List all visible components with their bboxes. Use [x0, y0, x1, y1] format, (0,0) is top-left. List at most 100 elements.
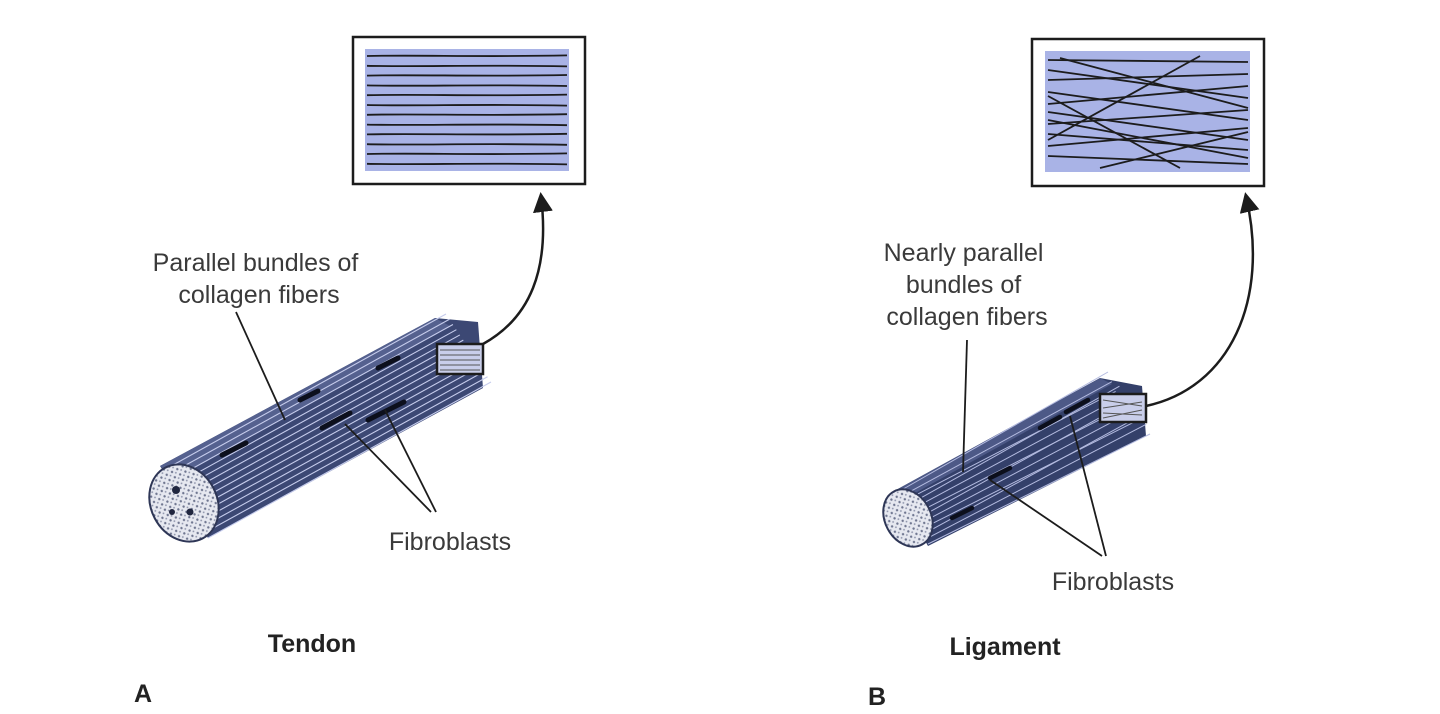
tendon-fiber-lines: [163, 313, 492, 539]
ligament-zoom-box-fibers: [1102, 399, 1143, 419]
tendon-fiber: [197, 365, 481, 523]
tendon-fibroblast-leader: [384, 409, 437, 513]
tendon-inset-fiber: [366, 84, 568, 87]
tendon-fibroblast: [375, 355, 401, 371]
ligament-fibroblast: [949, 505, 975, 521]
ligament-cylinder: [882, 371, 1151, 548]
ligament-magnified-inset: [1030, 37, 1266, 188]
tendon-fiber: [180, 339, 464, 497]
ligament-inset-fiber: [1047, 133, 1249, 151]
tendon-fibroblast: [219, 440, 249, 458]
panel-a-letter: A: [134, 680, 152, 708]
tendon-caption: Tendon: [268, 630, 356, 658]
ligament-inset-fibers: [1047, 55, 1249, 169]
tendon-fiber: [190, 355, 474, 513]
ligament-fiber: [897, 371, 1109, 493]
ligament-bundle-label: Nearly parallel bundles of collagen fibe…: [884, 239, 1051, 331]
ligament-fiber: [911, 405, 1128, 517]
ligament-fiber: [919, 419, 1139, 531]
tendon-bundle-label: Parallel bundles of collagen fibers: [153, 249, 366, 309]
tendon-fiber: [200, 371, 485, 529]
panel-b-letter: B: [868, 683, 886, 711]
tendon-fiber: [170, 323, 454, 481]
tendon-inset-fill: [365, 49, 569, 171]
ligament-bundle-label-line: Nearly parallel: [884, 239, 1044, 267]
ligament-fiber: [903, 391, 1116, 502]
ligament-fibroblast-label: Fibroblasts: [1052, 568, 1174, 596]
tendon-zoom-box: [435, 342, 485, 376]
tendon-fibroblast-leader: [344, 423, 432, 513]
panel-b-ligament: Nearly parallel bundles of collagen fibe…: [868, 37, 1266, 711]
ligament-caption: Ligament: [949, 633, 1061, 661]
tendon-inset-fiber: [366, 54, 568, 57]
ligament-inset-fiber: [1047, 127, 1249, 147]
ligament-bundle-label-line: bundles of: [906, 271, 1021, 299]
ligament-inset-fiber: [1047, 119, 1249, 159]
ligament-inset-fiber: [1047, 111, 1249, 141]
tendon-fibroblast: [319, 410, 353, 431]
ligament-fiber: [905, 385, 1120, 507]
tendon-fiber: [173, 329, 457, 487]
tendon-fibroblast: [297, 388, 321, 403]
tendon-inset-fiber: [366, 123, 568, 127]
ligament-fiber: [908, 395, 1124, 512]
tendon-inset-fiber: [366, 113, 568, 116]
tendon-cross-section-dot: [169, 509, 175, 515]
tendon-bundle-label-line: Parallel bundles of: [153, 249, 359, 277]
ligament-fibroblast: [987, 465, 1013, 481]
tendon-inset-fibers: [366, 54, 568, 166]
ligament-fiber-lines: [897, 371, 1151, 545]
tendon-bundle-leader: [235, 311, 286, 421]
tendon-cross-section: [148, 463, 220, 543]
ligament-inset-fiber: [1047, 73, 1249, 81]
tendon-inset-fiber: [366, 93, 568, 97]
tendon-cross-section-dot: [186, 508, 194, 516]
ligament-fibroblast: [1037, 414, 1063, 431]
tendon-fiber: [187, 350, 471, 508]
tendon-inset-fiber: [366, 74, 568, 77]
ligament-cross-section: [882, 488, 934, 548]
tendon-inset-fiber: [366, 64, 568, 68]
tendon-fiber: [204, 376, 488, 534]
ligament-zoom-box: [1098, 392, 1148, 424]
tendon-inset-fiber: [366, 162, 568, 166]
ligament-fibroblast: [1063, 397, 1091, 415]
ligament-inset-fiber: [1047, 95, 1181, 169]
ligament-fibroblast-leader: [1069, 415, 1107, 557]
tendon-bundle-label-line: collagen fibers: [178, 281, 339, 309]
tendon-inset-fiber: [366, 152, 568, 155]
ligament-inset-fiber: [1047, 91, 1249, 121]
tendon-fiber: [163, 313, 447, 471]
tendon-fiber: [194, 360, 478, 518]
ligament-inset-fiber: [1047, 55, 1201, 141]
ligament-fiber: [927, 433, 1151, 545]
ligament-magnify-arrow: [1145, 192, 1260, 408]
tendon-magnify-arrow: [482, 192, 553, 346]
tendon-cylinder: [148, 313, 492, 543]
tendon-fiber: [207, 381, 492, 539]
ligament-inset-fiber: [1047, 155, 1249, 165]
ligament-fiber: [914, 399, 1132, 521]
panel-a-tendon: Parallel bundles of collagen fibers Fibr…: [134, 35, 587, 708]
tendon-inset-fiber: [366, 143, 568, 146]
ligament-fibroblast-leader: [989, 479, 1103, 557]
ligament-inset-fiber: [1099, 131, 1249, 169]
tendon-fibroblast-label: Fibroblasts: [389, 528, 511, 556]
tendon-magnified-inset: [351, 35, 587, 186]
tendon-zoom-box-fibers: [440, 349, 480, 371]
ligament-fiber: [916, 409, 1135, 526]
ligament-fibroblasts: [949, 397, 1091, 521]
ligament-fiber: [900, 381, 1113, 498]
ligament-inset-fiber: [1059, 57, 1249, 109]
ligament-body: [896, 378, 1146, 546]
ligament-inset-fiber: [1047, 85, 1249, 105]
tendon-cross-section-dot: [172, 486, 180, 494]
ligament-bundle-leader: [962, 339, 968, 473]
ligament-bundle-label-line: collagen fibers: [886, 303, 1047, 331]
tendon-inset-fiber: [366, 132, 568, 136]
ligament-inset-fiber: [1047, 59, 1249, 63]
tendon-fiber: [177, 334, 461, 492]
tendon-inset-fiber: [366, 104, 568, 107]
ligament-fiber: [925, 423, 1147, 540]
